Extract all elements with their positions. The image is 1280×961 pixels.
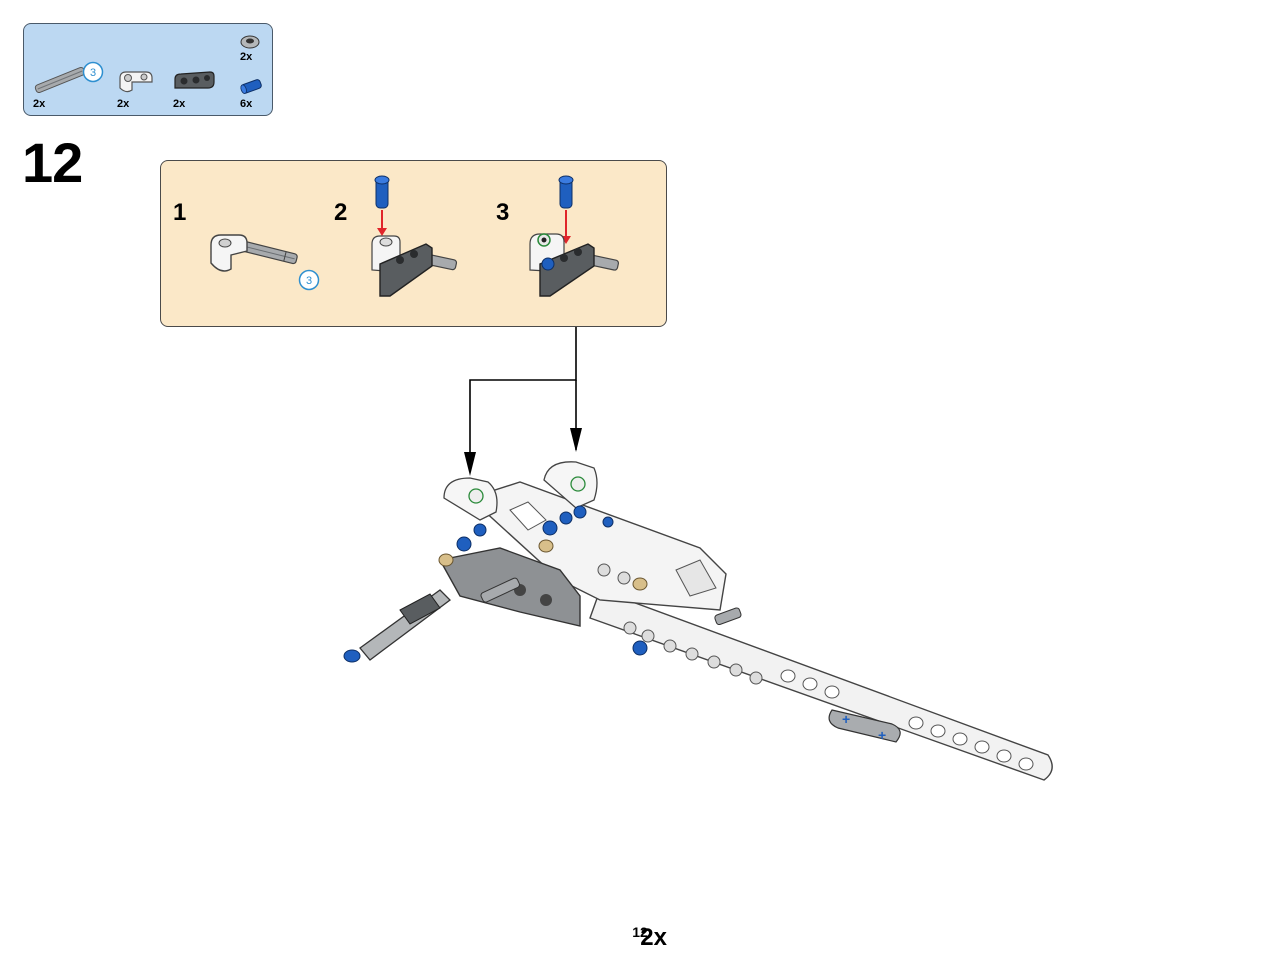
bush-icon xyxy=(240,35,260,49)
dark-gray-connector-icon xyxy=(174,71,215,89)
sub-step-2-illustration xyxy=(371,175,458,297)
axle-length-label: 3 xyxy=(306,275,312,287)
axle-length-badge-icon: 3 xyxy=(82,61,104,83)
svg-text:+: + xyxy=(878,727,886,743)
blue-pins xyxy=(456,505,648,656)
svg-text:+: + xyxy=(842,711,850,727)
white-connector-icon xyxy=(119,71,153,93)
arrow-head-right xyxy=(570,428,582,452)
sub-step-3-illustration xyxy=(529,175,620,297)
arrow-head-left xyxy=(464,452,476,476)
blue-pin-icon xyxy=(240,79,262,94)
left-axle-extension xyxy=(343,577,520,663)
blue-pin-qty: 6x xyxy=(240,98,253,110)
sub-step-number-2: 2 xyxy=(334,199,348,226)
axle-length-badge-icon: 3 xyxy=(298,269,320,291)
upper-white-connectors xyxy=(443,461,598,521)
sub-step-number-1: 1 xyxy=(173,199,187,226)
parts-list-box xyxy=(23,23,273,116)
white-connector-qty: 2x xyxy=(117,98,130,110)
sub-step-number-3: 3 xyxy=(496,199,510,226)
sub-step-1-illustration xyxy=(210,234,298,272)
tan-pins xyxy=(438,539,648,591)
step-number: 12 xyxy=(22,131,83,194)
sub-assembly-multiplier: 2x xyxy=(640,924,667,951)
bush-qty: 2x xyxy=(240,51,253,63)
dark-gray-connector-qty: 2x xyxy=(173,98,186,110)
page-number: 12 xyxy=(632,924,648,940)
axle-length-label: 3 xyxy=(90,67,96,79)
axle-qty: 2x xyxy=(33,98,46,110)
long-white-beam xyxy=(589,589,1053,781)
gray-connector: + + xyxy=(828,709,901,743)
